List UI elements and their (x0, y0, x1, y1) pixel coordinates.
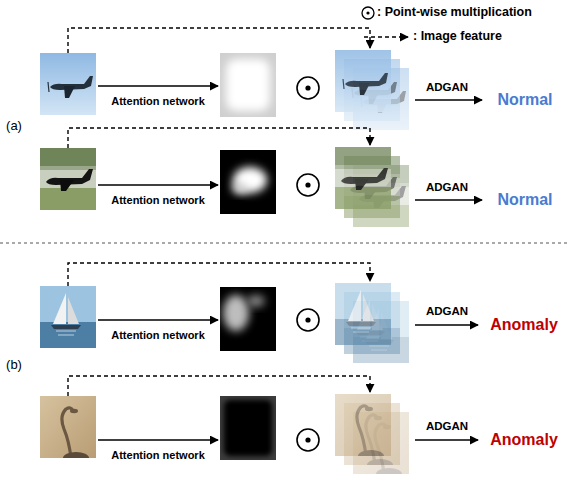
legend-text: : Image feature (413, 30, 502, 44)
feature-arrow (68, 376, 370, 396)
flow-arrow (98, 319, 218, 321)
pointwise-symbol (362, 7, 374, 19)
model-label: ADGAN (426, 181, 468, 194)
panel-label: (a) (6, 119, 22, 133)
attention-map (220, 396, 276, 460)
flow-arrow (98, 184, 218, 186)
arrow-label: Attention network (111, 95, 205, 107)
flow-arrow (415, 324, 478, 326)
row-anomaly-2 (40, 376, 478, 480)
feature-arrow (68, 128, 370, 148)
masked-image (335, 283, 391, 345)
result-label: Anomaly (490, 316, 558, 334)
input-image (40, 286, 96, 348)
flow-arrow (415, 199, 482, 201)
model-label: ADGAN (426, 81, 468, 94)
flow-arrow (98, 85, 218, 87)
input-image (40, 148, 96, 210)
result-label: Normal (497, 191, 552, 209)
feature-arrow (68, 28, 370, 53)
row-normal-1 (40, 28, 482, 130)
separator-line (0, 243, 570, 244)
pointwise-dot (305, 437, 310, 442)
result-label: Anomaly (490, 431, 558, 449)
pointwise-dot (305, 85, 310, 90)
row-anomaly-1 (40, 263, 478, 363)
arrow-label: Attention network (111, 329, 205, 341)
attention-map (220, 150, 276, 214)
input-image (40, 396, 96, 464)
panel-label: (b) (6, 358, 22, 372)
masked-image (335, 50, 391, 112)
input-image (40, 53, 96, 115)
pointwise-symbol (297, 429, 319, 451)
result-label: Normal (497, 91, 552, 109)
masked-image (335, 394, 391, 462)
arrow-label: Attention network (111, 449, 205, 461)
pointwise-dot (366, 11, 369, 14)
flow-arrow (415, 439, 478, 441)
pointwise-symbol (297, 174, 319, 196)
attention-map (220, 53, 276, 117)
model-label: ADGAN (426, 420, 468, 433)
arrow-label: Attention network (111, 194, 205, 206)
feature-arrow (68, 263, 370, 286)
attention-map (220, 287, 276, 351)
pointwise-dot (305, 317, 310, 322)
legend-text: : Point-wise multiplication (377, 6, 532, 20)
flow-arrow (415, 99, 482, 101)
flow-arrow (98, 439, 218, 441)
masked-image (335, 147, 391, 209)
pointwise-symbol (297, 77, 319, 99)
model-label: ADGAN (426, 305, 468, 318)
row-normal-2 (40, 128, 482, 227)
pointwise-symbol (297, 309, 319, 331)
pointwise-dot (305, 182, 310, 187)
